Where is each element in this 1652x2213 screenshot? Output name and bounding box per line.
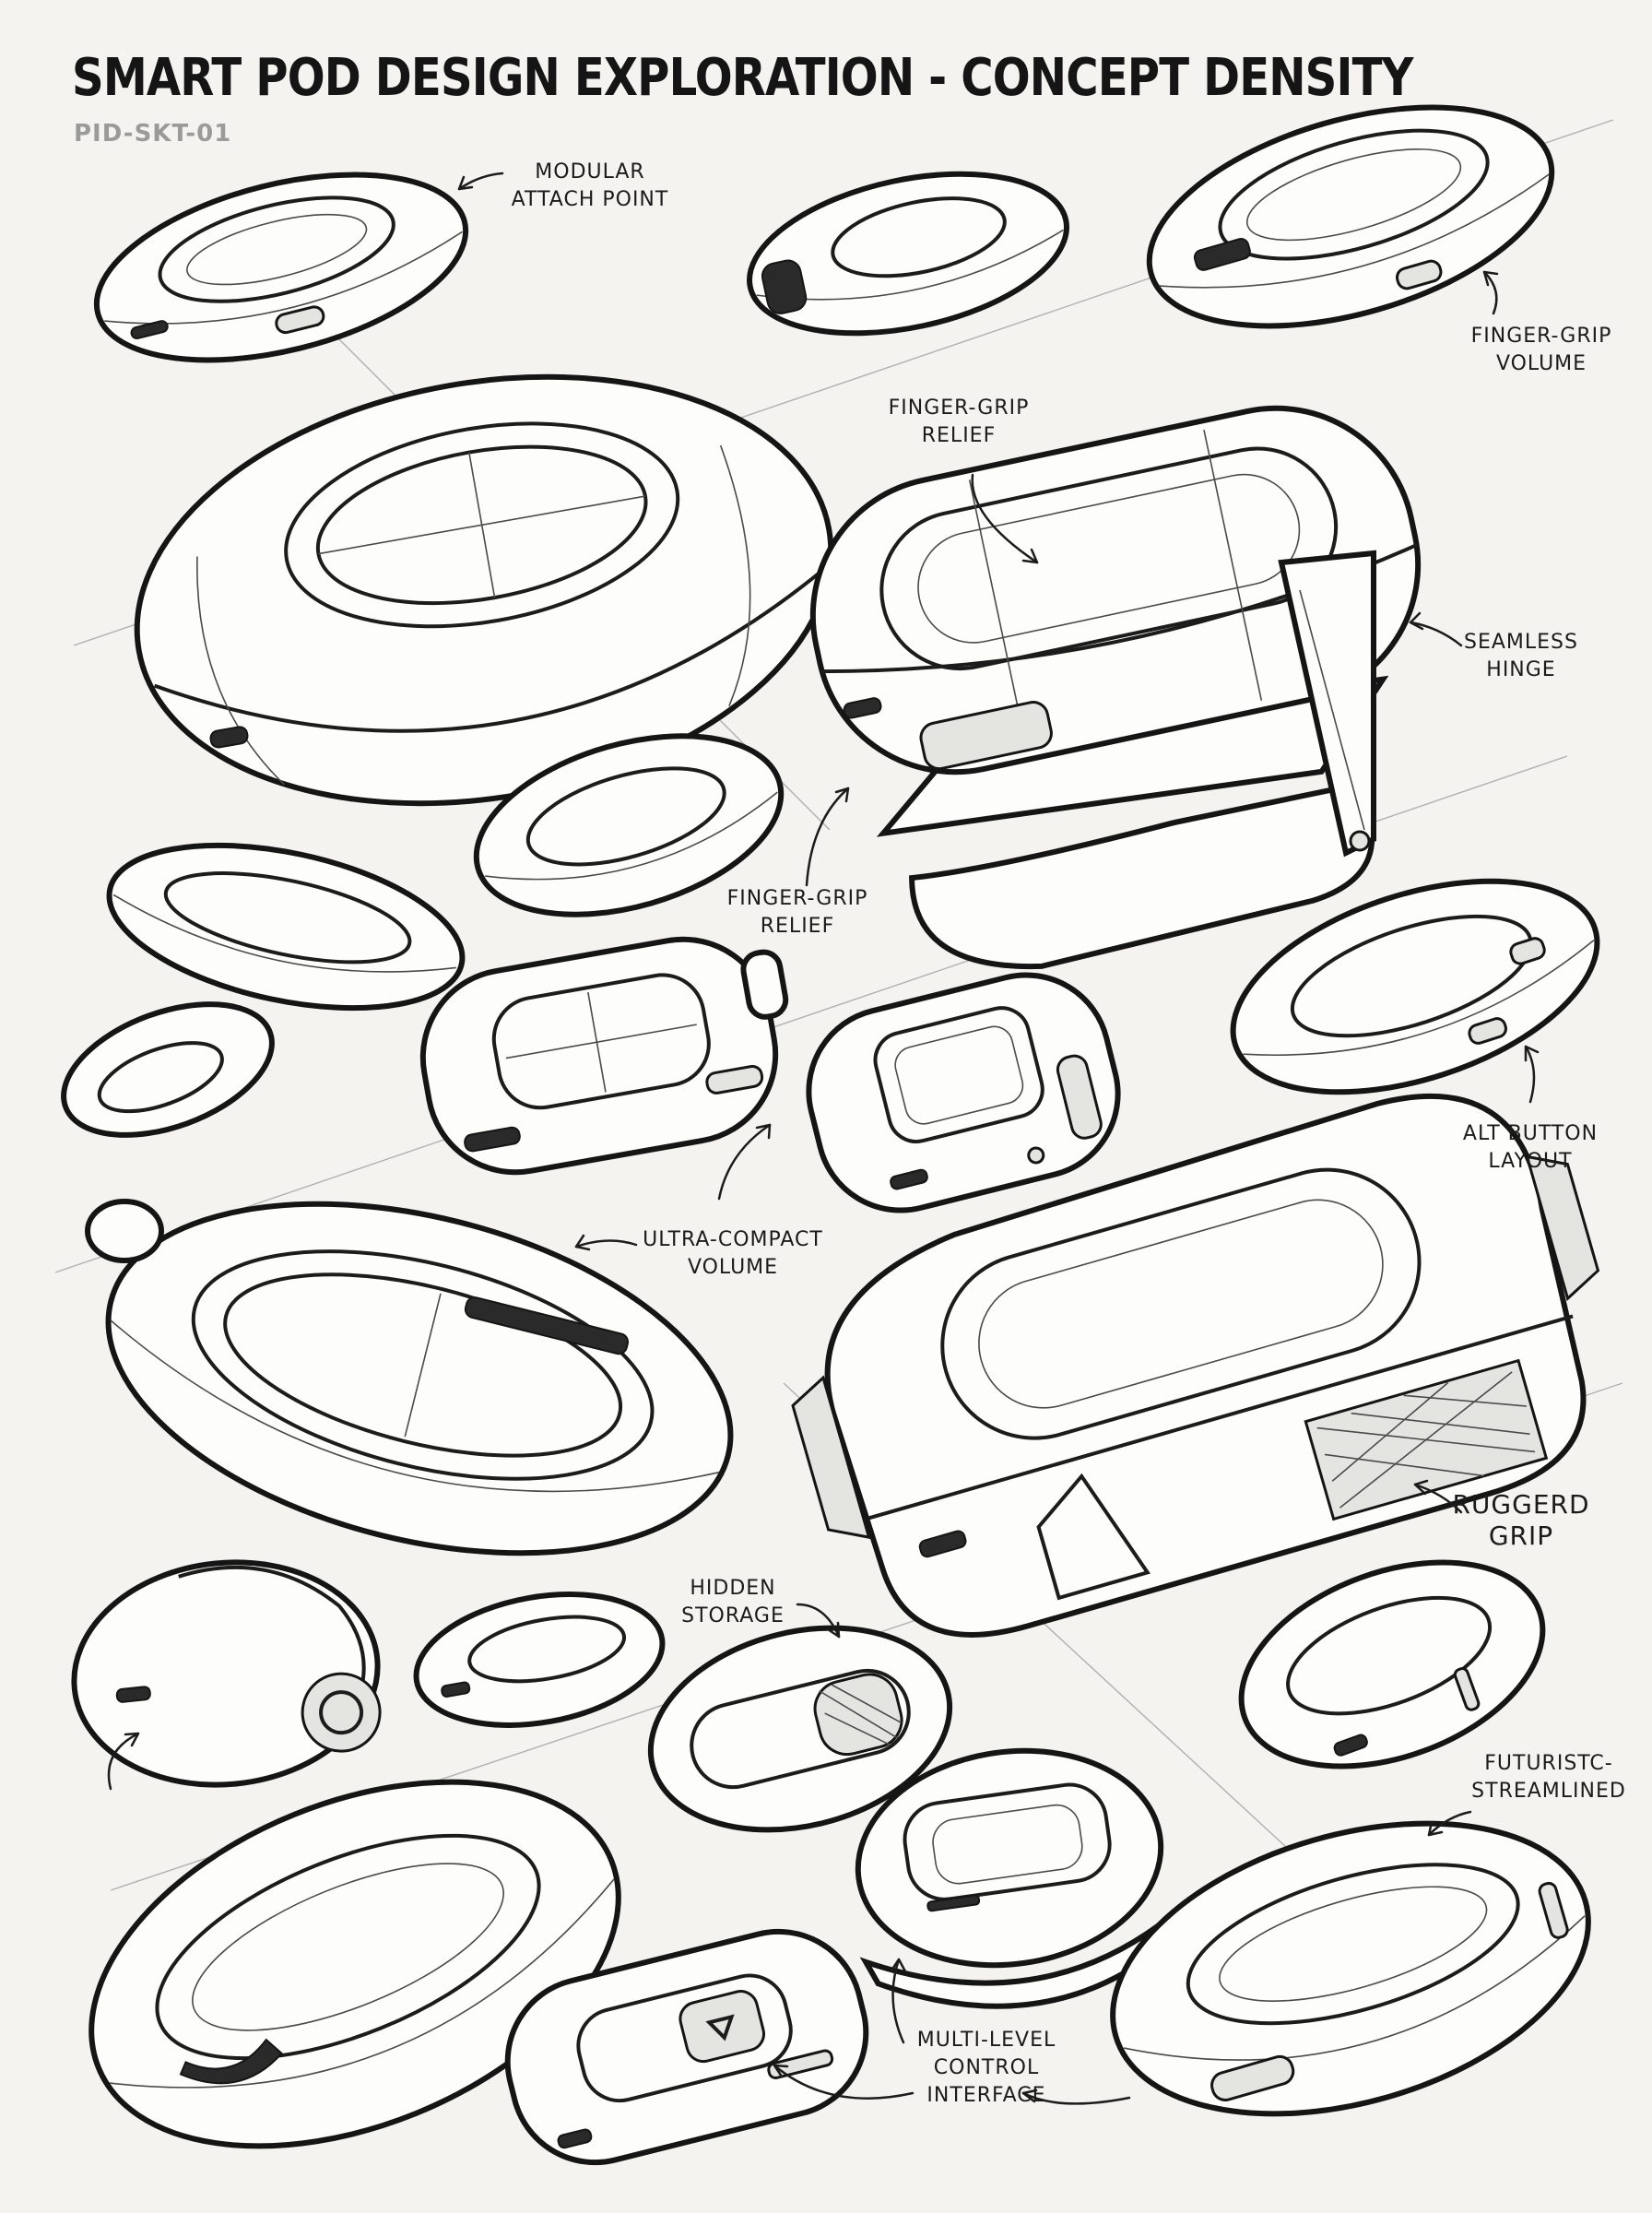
pod-sketch [1238,1559,1546,1769]
page-title: SMART POD DESIGN EXPLORATION - CONCEPT D… [72,48,1413,108]
pod-sketch [71,1559,382,1788]
pod-sketch [747,171,1069,337]
pod-sketch [1230,878,1600,1095]
annotation-alt-button-layout: ALT BUTTON LAYOUT [1462,1122,1599,1173]
annotation-hidden-storage: HIDDEN STORAGE [681,1577,785,1627]
pod-sketch [134,373,834,807]
sheet-code: PID-SKT-01 [74,120,232,148]
annotation-ruggerd-grip: RUGGERD GRIP [1452,1489,1590,1551]
pod-sketch [647,1625,953,1833]
annotation-ultra-compact-volume: ULTRA-COMPACT VOLUME [643,1228,823,1279]
pod-sketch [88,1779,621,2149]
hinge-pod-sketch [809,405,1422,970]
pod-sketch [1110,1820,1591,2117]
pod-sketch [413,1592,666,1728]
pod-sketch [93,172,469,363]
pod-sketch [806,972,1121,1213]
pod-sketch [105,1201,734,1556]
pod-sketch [419,936,789,1176]
annotation-futuristc-streamlined: FUTURISTC- STREAMLINED [1471,1752,1626,1803]
pod-sketch [504,1928,869,2166]
annotation-finger-grip-relief-mid: FINGER-GRIP RELIEF [726,887,868,938]
leader-arrows [107,172,1540,2105]
annotation-finger-grip-volume: FINGER-GRIP VOLUME [1470,325,1612,375]
annotation-modular-attach-point: MODULAR ATTACH POINT [511,160,669,211]
pod-sketch [106,842,466,1012]
pod-sketch [1146,104,1555,329]
annotation-multi-level-control-interface: MULTI-LEVEL CONTROL INTERFACE [916,2029,1056,2107]
lanyard-loop [85,1199,164,1263]
pod-sketch [473,733,785,917]
rugged-pod-sketch [791,1094,1600,1638]
pod-sketch [61,1001,275,1138]
annotation-seamless-hinge: SEAMLESS HINGE [1464,631,1578,681]
annotation-finger-grip-relief-top: FINGER-GRIP RELIEF [888,396,1030,447]
